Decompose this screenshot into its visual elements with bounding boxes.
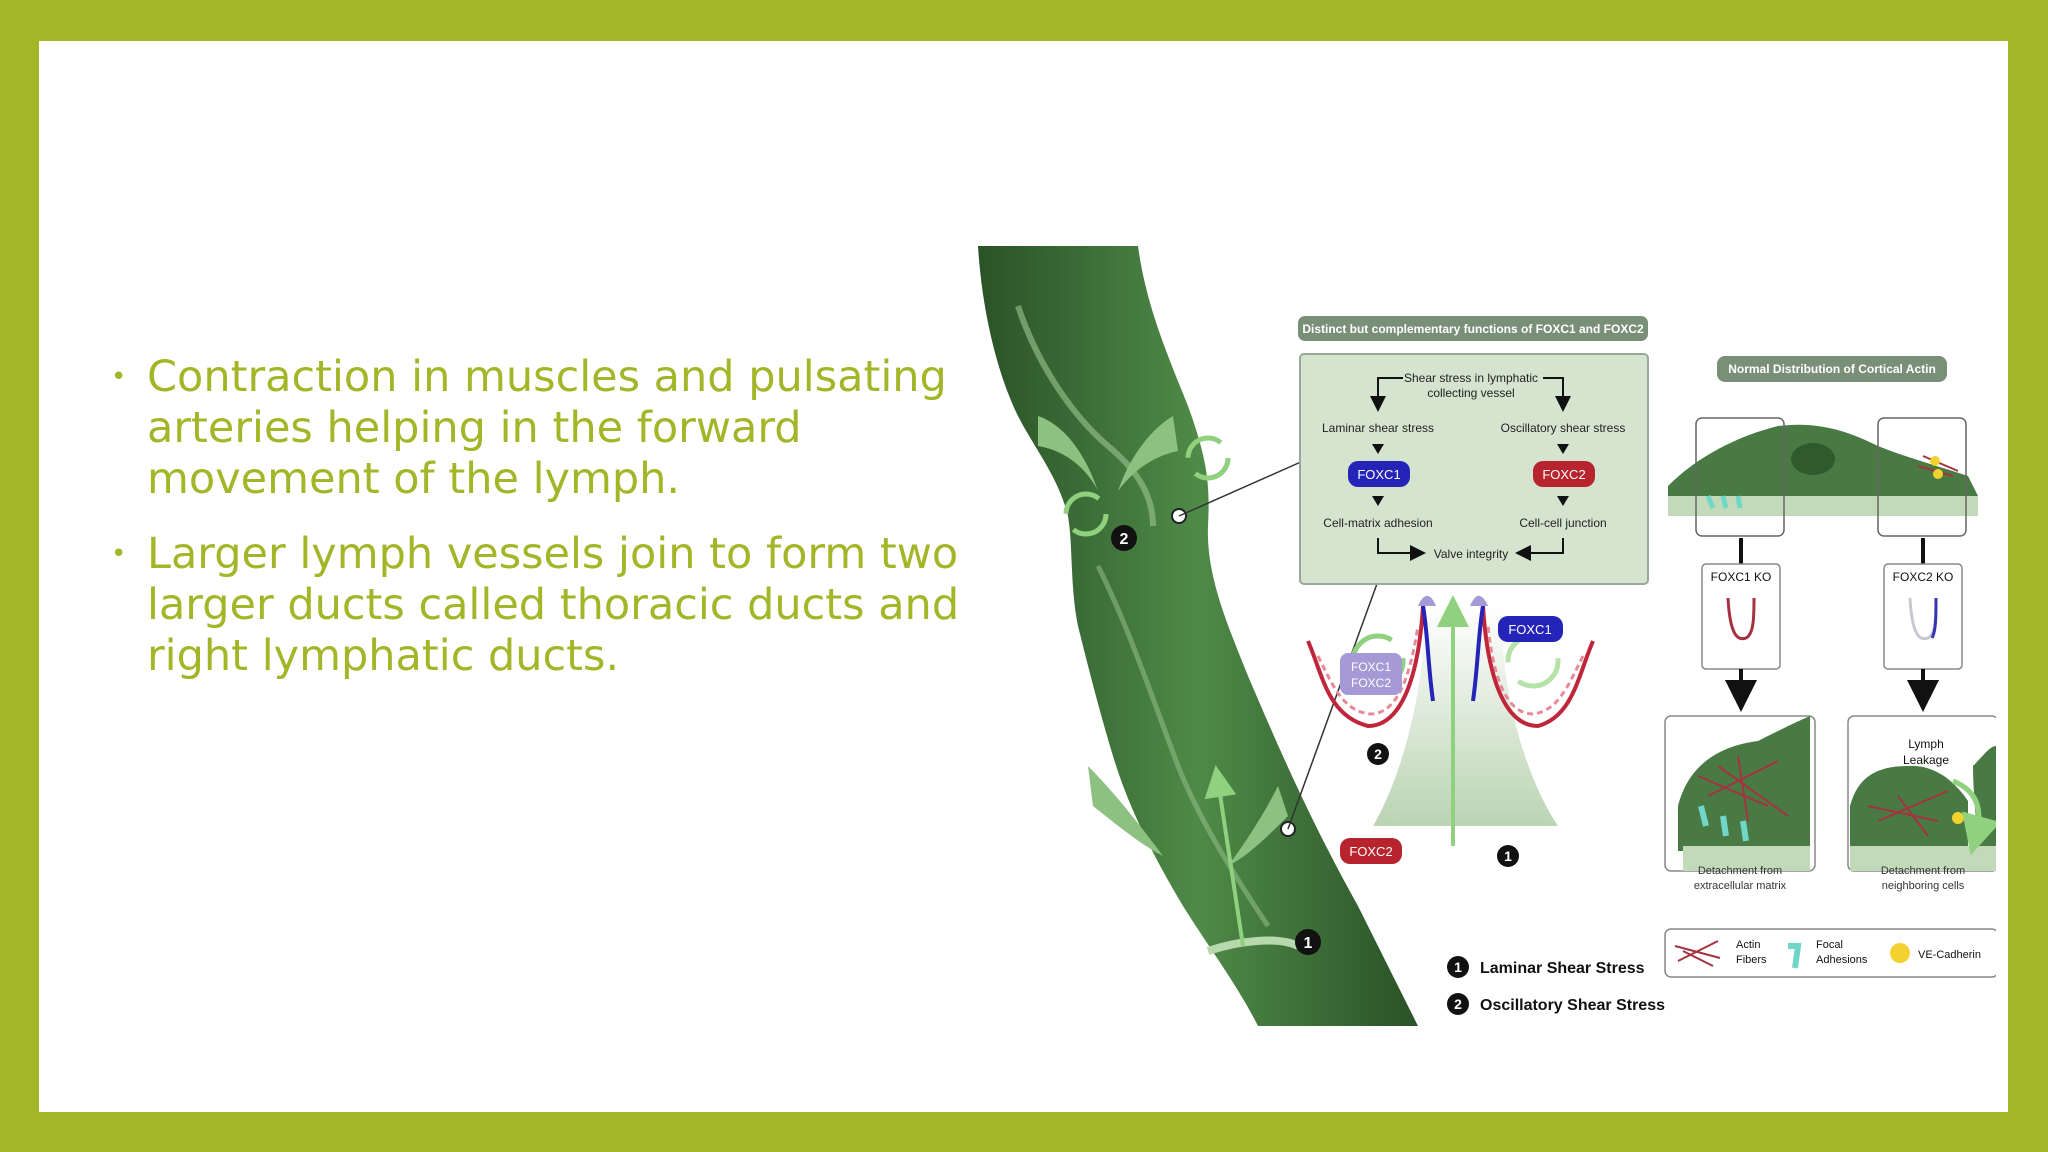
foxc2-badge: FOXC2: [1349, 844, 1392, 859]
normal-distribution-title: Normal Distribution of Cortical Actin: [1728, 362, 1936, 376]
panel-title: Distinct but complementary functions of …: [1302, 322, 1644, 336]
marker-number: 2: [1120, 531, 1129, 548]
ve-cadherin-label: VE-Cadherin: [1918, 949, 1981, 961]
oscillation-arrow-icon: [1063, 491, 1109, 537]
bullet-item: • Contraction in muscles and pulsating ar…: [109, 352, 1009, 505]
shear-legend: 1 Laminar Shear Stress 2 Oscillatory She…: [1447, 956, 1665, 1015]
foxc2-badge: FOXC2: [1351, 676, 1391, 690]
bullet-list: • Contraction in muscles and pulsating ar…: [109, 352, 1009, 706]
actin-label: Fibers: [1736, 954, 1767, 966]
oscillatory-shear-label: Oscillatory shear stress: [1501, 421, 1626, 435]
detach-ecm-label: Detachment from: [1698, 865, 1782, 877]
legend-oscillatory-label: Oscillatory Shear Stress: [1480, 997, 1665, 1014]
foxc-panel: Distinct but complementary functions of …: [1298, 316, 1649, 585]
lymph-valve-diagram: 2 1 Distinct but complementary functions…: [978, 246, 1996, 1026]
marker-number: 1: [1454, 959, 1462, 975]
detach-cells-label: neighboring cells: [1882, 880, 1965, 892]
collecting-vessel-label: collecting vessel: [1427, 386, 1514, 400]
actin-label: Actin: [1736, 939, 1760, 951]
marker-number: 2: [1374, 746, 1382, 762]
slide: • Contraction in muscles and pulsating ar…: [39, 41, 2008, 1112]
foxc2-badge: FOXC2: [1542, 467, 1585, 482]
bullet-text: Contraction in muscles and pulsating art…: [147, 352, 947, 504]
foxc1-badge: FOXC1: [1357, 467, 1400, 482]
leakage-label: Leakage: [1903, 753, 1949, 767]
actin-fibers-icon: [1674, 940, 1721, 967]
bullet-dot-icon: •: [111, 362, 127, 392]
bullet-dot-icon: •: [111, 539, 127, 569]
focal-label: Focal: [1816, 939, 1843, 951]
shear-stress-label: Shear stress in lymphatic: [1404, 371, 1538, 385]
lymph-label: Lymph: [1908, 737, 1944, 751]
foxc1-ko-label: FOXC1 KO: [1711, 570, 1772, 584]
marker-number: 1: [1304, 935, 1313, 952]
marker-number: 2: [1454, 996, 1462, 1012]
flow-arrow-icon: [1204, 765, 1245, 947]
detach-ecm-label: extracellular matrix: [1694, 880, 1787, 892]
bullet-text: Larger lymph vessels join to form two la…: [147, 529, 960, 681]
oscillation-arrow-icon: [1505, 633, 1561, 689]
cortical-actin-panel: Normal Distribution of Cortical Actin FO…: [1664, 356, 1996, 978]
bullet-item: • Larger lymph vessels join to form two l…: [109, 529, 1009, 682]
focal-adhesion-icon: [1788, 943, 1802, 969]
marker-number: 1: [1504, 848, 1512, 864]
detach-cells-label: Detachment from: [1881, 865, 1965, 877]
laminar-shear-label: Laminar shear stress: [1322, 421, 1434, 435]
ve-cadherin-icon: [1890, 943, 1910, 963]
foxc1-badge: FOXC1: [1508, 622, 1551, 637]
lymphatic-vessel: 2 1: [978, 246, 1418, 1026]
cell-matrix-label: Cell-matrix adhesion: [1323, 516, 1432, 530]
foxc1-badge: FOXC1: [1351, 660, 1391, 674]
legend-laminar-label: Laminar Shear Stress: [1480, 960, 1645, 977]
valve-closeup: 2 1 FOXC1 FOXC1 FOXC2 FOXC2: [1306, 595, 1595, 867]
oscillation-arrow-icon: [1185, 435, 1231, 481]
foxc2-ko-label: FOXC2 KO: [1893, 570, 1954, 584]
valve-integrity-label: Valve integrity: [1434, 547, 1508, 561]
cell-cell-label: Cell-cell junction: [1519, 516, 1606, 530]
focal-label: Adhesions: [1816, 954, 1868, 966]
